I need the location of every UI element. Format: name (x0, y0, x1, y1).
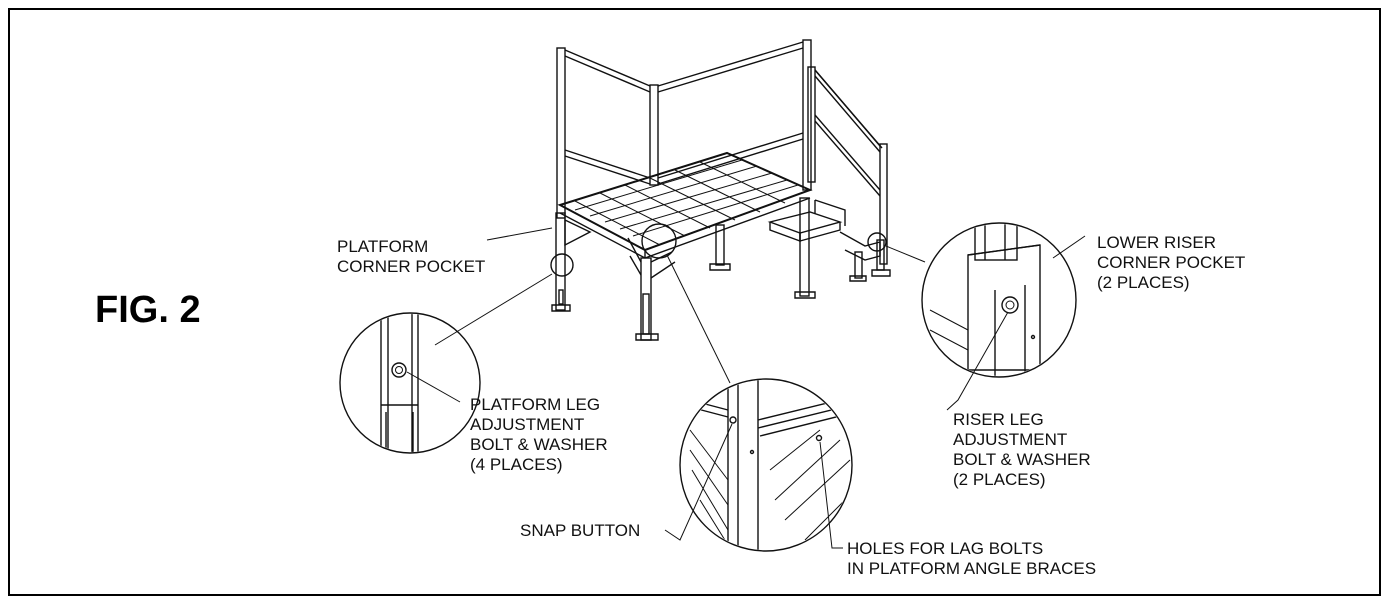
leader-snap-button (664, 423, 733, 541)
leader-leg-detail (434, 273, 553, 346)
callout-snap-button: SNAP BUTTON (520, 521, 640, 540)
svg-text:ADJUSTMENT: ADJUSTMENT (953, 430, 1067, 449)
figure-title: FIG. 2 (95, 289, 201, 331)
leader-leg-bolt (406, 371, 461, 403)
handrail-left (556, 47, 659, 219)
leader-riser-detail (885, 245, 926, 263)
svg-text:RISER LEG: RISER LEG (953, 410, 1044, 429)
figure-frame (8, 8, 1381, 596)
detail-angle-brace (679, 378, 853, 552)
svg-text:(2 PLACES): (2 PLACES) (953, 470, 1046, 489)
svg-text:LOWER RISER: LOWER RISER (1097, 233, 1216, 252)
svg-text:ADJUSTMENT: ADJUSTMENT (470, 415, 584, 434)
svg-text:PLATFORM: PLATFORM (337, 237, 428, 256)
snap-button-icon (729, 416, 737, 424)
callout-platform-corner-pocket: PLATFORM CORNER POCKET (337, 237, 485, 276)
svg-text:PLATFORM LEG: PLATFORM LEG (470, 395, 600, 414)
svg-text:CORNER POCKET: CORNER POCKET (337, 257, 485, 276)
callout-platform-leg-adjustment: PLATFORM LEG ADJUSTMENT BOLT & WASHER (4… (470, 395, 608, 474)
svg-text:BOLT & WASHER: BOLT & WASHER (953, 450, 1091, 469)
leader-corner-pocket (486, 227, 553, 241)
detail-platform-leg (339, 312, 481, 454)
svg-text:CORNER POCKET: CORNER POCKET (1097, 253, 1245, 272)
riser-pocket-marker (867, 232, 887, 252)
angle-brace-marker (641, 223, 677, 259)
riser-bolt-icon (1001, 296, 1019, 314)
leader-brace-detail (666, 254, 731, 384)
svg-text:(4 PLACES): (4 PLACES) (470, 455, 563, 474)
platform-assembly (551, 39, 891, 341)
leg-bolt-icon (391, 362, 407, 378)
platform-legs (551, 197, 816, 341)
leader-riser-bolt (946, 311, 1009, 411)
leader-lag-holes (819, 441, 843, 549)
leader-riser-pocket (1052, 235, 1086, 259)
handrail-stair (807, 66, 888, 265)
callout-lower-riser-corner-pocket: LOWER RISER CORNER POCKET (2 PLACES) (1097, 233, 1245, 292)
callout-riser-leg-adjustment: RISER LEG ADJUSTMENT BOLT & WASHER (2 PL… (953, 410, 1091, 489)
leg-pocket-marker (550, 253, 574, 277)
platform-deck (557, 151, 813, 259)
lag-bolt-hole-icon (815, 434, 823, 442)
stair-riser (767, 199, 891, 282)
svg-text:(2 PLACES): (2 PLACES) (1097, 273, 1190, 292)
svg-text:HOLES FOR LAG BOLTS: HOLES FOR LAG BOLTS (847, 539, 1043, 558)
svg-text:IN PLATFORM ANGLE BRACES: IN PLATFORM ANGLE BRACES (847, 559, 1096, 578)
svg-text:BOLT & WASHER: BOLT & WASHER (470, 435, 608, 454)
detail-riser-pocket (921, 222, 1077, 378)
callout-holes-for-lag-bolts: HOLES FOR LAG BOLTS IN PLATFORM ANGLE BR… (847, 539, 1096, 578)
